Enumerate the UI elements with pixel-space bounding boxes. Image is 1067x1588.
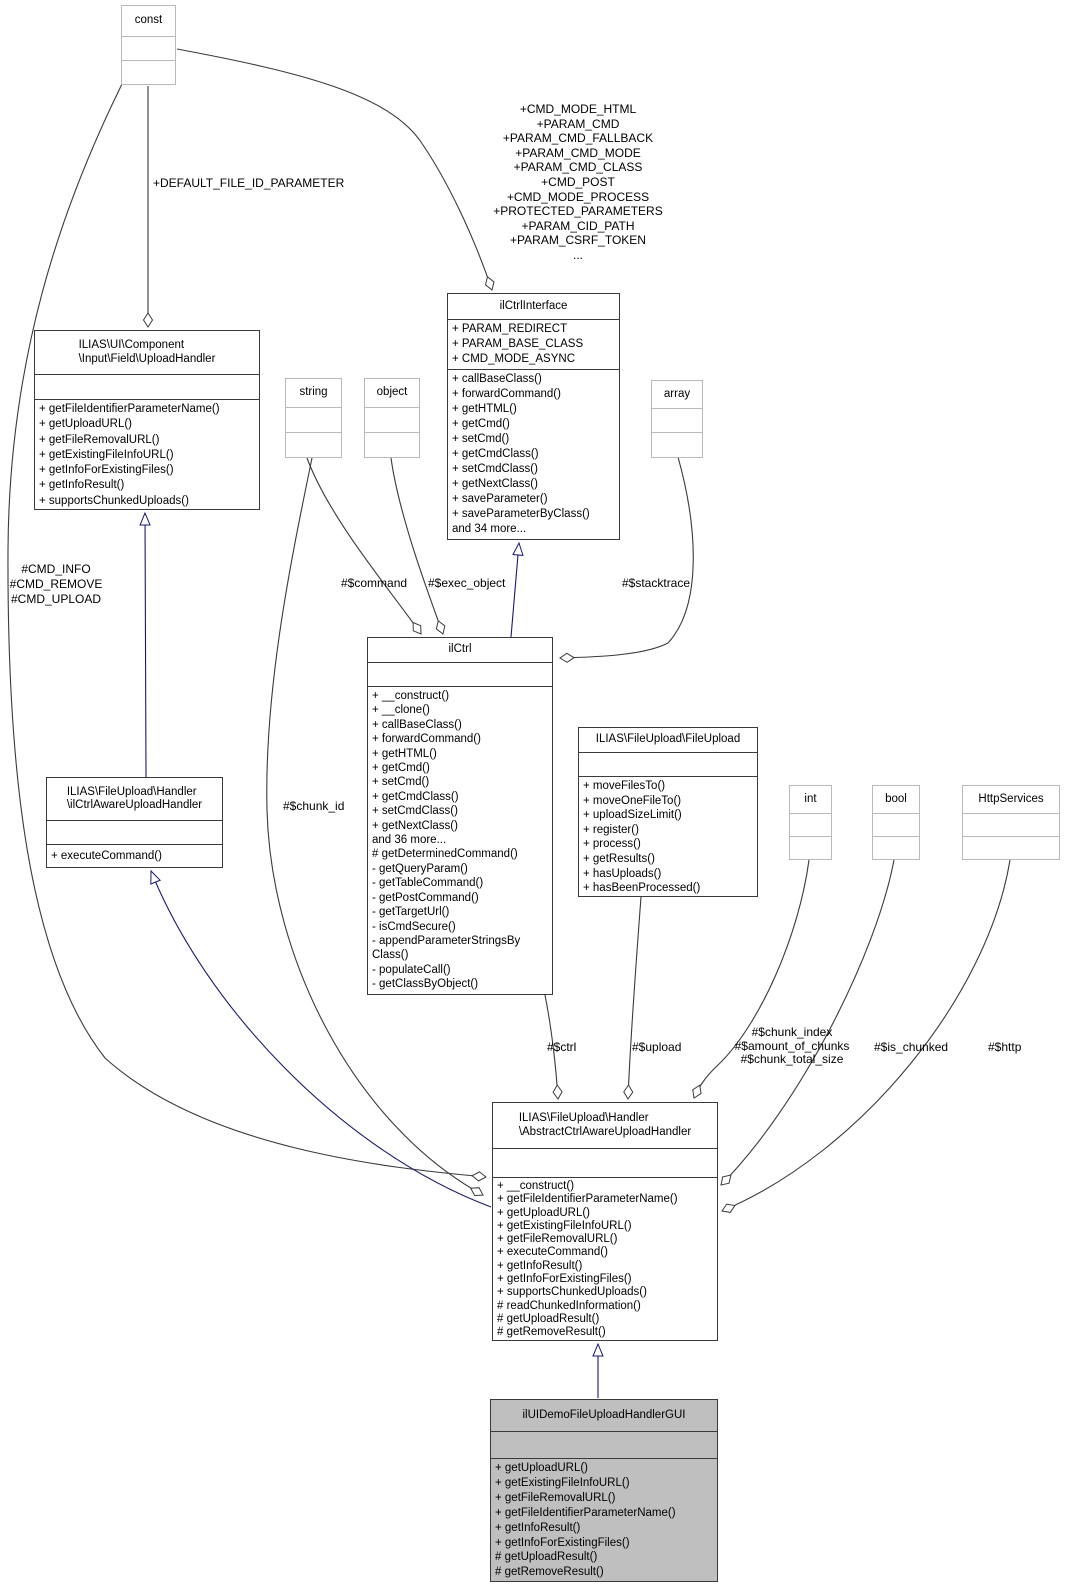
edge-int-to-abstracthandler-chunks xyxy=(692,859,810,1099)
edge-label-http: #$http xyxy=(988,1040,1022,1054)
edge-label-command: #$command xyxy=(341,576,408,590)
type-node-int: int xyxy=(789,785,832,860)
edge-array-to-ilctrl-stacktrace xyxy=(559,456,694,663)
edge-label-stacktrace: #$stacktrace xyxy=(622,576,691,590)
edge-label-chunk-group: #$chunk_index#$amount_of_chunks#$chunk_t… xyxy=(734,1025,850,1066)
class-node-uploadhandler[interactable]: ILIAS\UI\Component\Input\Field\UploadHan… xyxy=(34,330,260,510)
edge-string-to-ilctrl-command xyxy=(306,457,422,635)
type-node-httpservices: HttpServices xyxy=(962,785,1060,860)
edge-string-to-abstracthandler-chunk-id xyxy=(266,457,484,1197)
class-node-abstracthandler[interactable]: ILIAS\FileUpload\Handler\AbstractCtrlAwa… xyxy=(492,1102,718,1341)
type-node-bool: bool xyxy=(872,785,920,860)
type-node-object: object xyxy=(364,378,420,458)
edge-const-to-abstracthandler xyxy=(7,83,487,1182)
class-node-fileupload[interactable]: ILIAS\FileUpload\FileUpload+ moveFilesTo… xyxy=(578,727,758,897)
class-node-ilctrlaware[interactable]: ILIAS\FileUpload\Handler\ilCtrlAwareUplo… xyxy=(46,777,223,868)
class-node-ilctrl[interactable]: ilCtrl+ __construct()+ __clone()+ callBa… xyxy=(367,637,553,995)
edge-bool-to-abstracthandler-is-chunked xyxy=(720,859,895,1186)
edge-label-ilctrlinterface-constants: +CMD_MODE_HTML+PARAM_CMD+PARAM_CMD_FALLB… xyxy=(493,102,663,262)
edge-label-ctrl: #$ctrl xyxy=(547,1040,577,1054)
type-node-array: array xyxy=(651,380,703,458)
type-node-const: const xyxy=(121,5,176,85)
edge-label-default-file-id-parameter: +DEFAULT_FILE_ID_PARAMETER xyxy=(153,176,345,190)
class-node-demogui[interactable]: ilUIDemoFileUploadHandlerGUI+ getUploadU… xyxy=(490,1399,718,1582)
edge-ilctrl-implements-ilctrlinterface xyxy=(510,541,524,638)
edge-label-abstracthandler-constants: #CMD_INFO#CMD_REMOVE#CMD_UPLOAD xyxy=(9,562,103,606)
edge-label-upload: #$upload xyxy=(632,1040,682,1054)
type-node-string: string xyxy=(285,378,342,458)
edge-httpservices-to-abstracthandler-http xyxy=(721,859,1011,1213)
edge-label-chunk-id: #$chunk_id xyxy=(283,799,345,813)
edge-fileupload-to-abstracthandler-upload xyxy=(623,896,642,1100)
edge-abstracthandler-implements-ilctrlaware xyxy=(150,869,492,1208)
edge-label-is-chunked: #$is_chunked xyxy=(874,1040,949,1054)
edge-label-exec-object: #$exec_object xyxy=(428,576,506,590)
edge-ilctrl-to-abstracthandler-ctrl xyxy=(544,994,563,1100)
edge-const-to-ilctrlinterface xyxy=(176,48,495,291)
class-node-ilctrlinterface[interactable]: ilCtrlInterface+ PARAM_REDIRECT+ PARAM_B… xyxy=(447,293,620,540)
edge-object-to-ilctrl-exec-object xyxy=(390,457,446,635)
edge-ilctrlaware-inherits-uploadhandler xyxy=(139,511,151,778)
